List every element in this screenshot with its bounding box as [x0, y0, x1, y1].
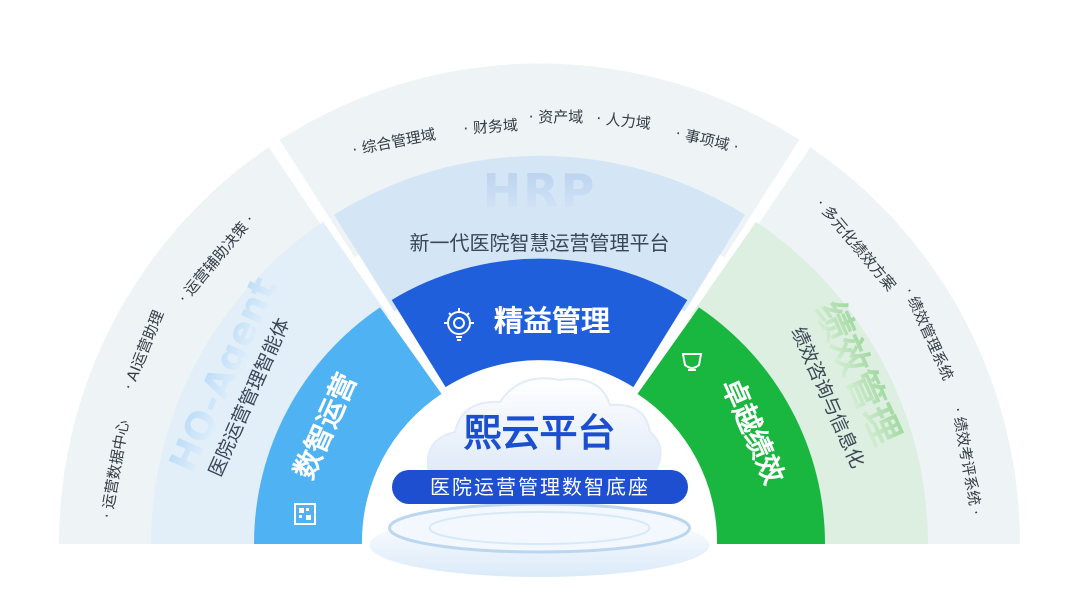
- inner-sector-right: [637, 307, 825, 544]
- trophy-icon: [681, 353, 703, 371]
- outer-top-item: · 资产域: [529, 108, 584, 126]
- inner-sector-top: [391, 258, 688, 388]
- outer-sector-left: [58, 147, 347, 544]
- middle-sector-left: [151, 221, 389, 544]
- cloud-icon: [426, 377, 662, 479]
- hrp-subtitle: 新一代医院智慧运营管理平台: [410, 231, 670, 255]
- qr-chip-icon: [294, 503, 316, 525]
- hub-subtitle-bar: 医院运营管理数智底座: [392, 470, 688, 504]
- hub-subtitle: 医院运营管理数智底座: [430, 475, 650, 499]
- middle-sector-top: [334, 155, 745, 312]
- outer-top-item: · 财务域: [463, 116, 519, 138]
- hrp-title: HRP: [483, 164, 597, 218]
- outer-top-item: · 人力域: [595, 109, 651, 133]
- lean-management-label: 精益管理: [494, 304, 610, 338]
- middle-sector-right: [690, 221, 928, 544]
- gear-bulb-icon: [444, 308, 474, 341]
- hub-platform: [369, 502, 710, 577]
- inner-sector-left: [254, 307, 442, 544]
- outer-sector-right: [732, 147, 1021, 544]
- hub-title: 熙云平台: [463, 411, 615, 455]
- lean-management-sector: 精益管理: [444, 304, 610, 341]
